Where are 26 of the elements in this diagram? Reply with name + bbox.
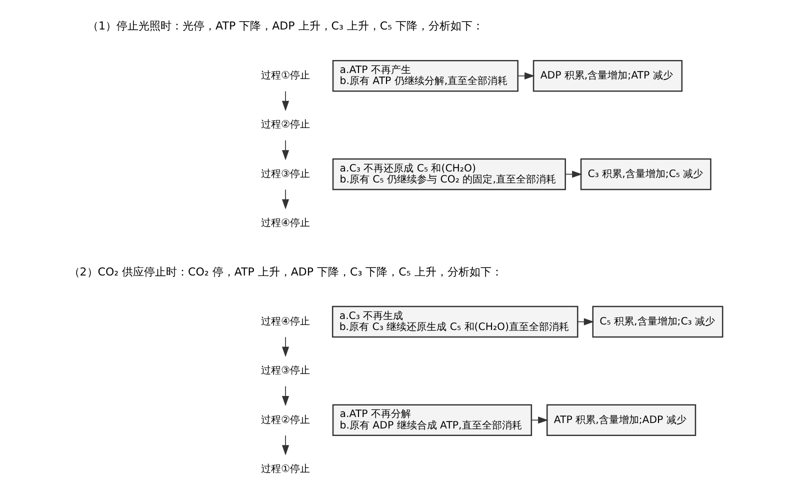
arrow	[281, 90, 289, 112]
node-box: a.ATP 不再产生 b.原有 ATP 仍继续分解,直至全部消耗	[332, 60, 518, 92]
arrow	[281, 189, 289, 210]
node-text: 过程②停止	[260, 120, 310, 131]
label: （2）CO₂ 供应停止时：CO₂ 停，ATP 上升，ADP 下降，C₃ 下降，C₅ 上升，分析如下：	[68, 265, 502, 278]
arrow	[281, 435, 289, 456]
node-text: 过程③停止	[260, 366, 310, 377]
node-text: 过程①停止	[260, 70, 310, 82]
label: （1）停止光照时：光停，ATP 下降，ADP 上升，C₃ 上升，C₅ 下降，分析如下：	[87, 20, 484, 33]
node-box: C₅ 积累,含量增加;C₃ 减少	[592, 306, 723, 338]
node-text: 过程①停止	[260, 464, 310, 475]
node-box: ATP 积累,含量增加;ADP 减少	[546, 404, 696, 436]
arrow	[517, 72, 534, 80]
node-box: C₃ 积累,含量增加;C₅ 减少	[580, 158, 711, 190]
arrow	[281, 336, 289, 357]
node-text: 过程③停止	[260, 168, 310, 180]
node-text: 过程②停止	[260, 414, 310, 426]
arrow	[530, 416, 548, 424]
node-box: a.ATP 不再分解 b.原有 ADP 继续合成 ATP,直至全部消耗	[332, 404, 532, 436]
node-box: a.C₃ 不再还原成 C₅ 和(CH₂O) b.原有 C₅ 仍继续参与 CO₂ 的固定,直至全部消耗	[332, 158, 566, 190]
arrow	[281, 386, 289, 406]
node-text: 过程④停止	[260, 218, 310, 230]
arrow	[281, 140, 289, 160]
node-text: 过程④停止	[260, 316, 310, 328]
node-box: ADP 积累,含量增加;ATP 减少	[532, 60, 682, 92]
node-box: a.C₃ 不再生成 b.原有 C₃ 继续还原生成 C₅ 和(CH₂O)直至全部消耗	[331, 306, 578, 338]
